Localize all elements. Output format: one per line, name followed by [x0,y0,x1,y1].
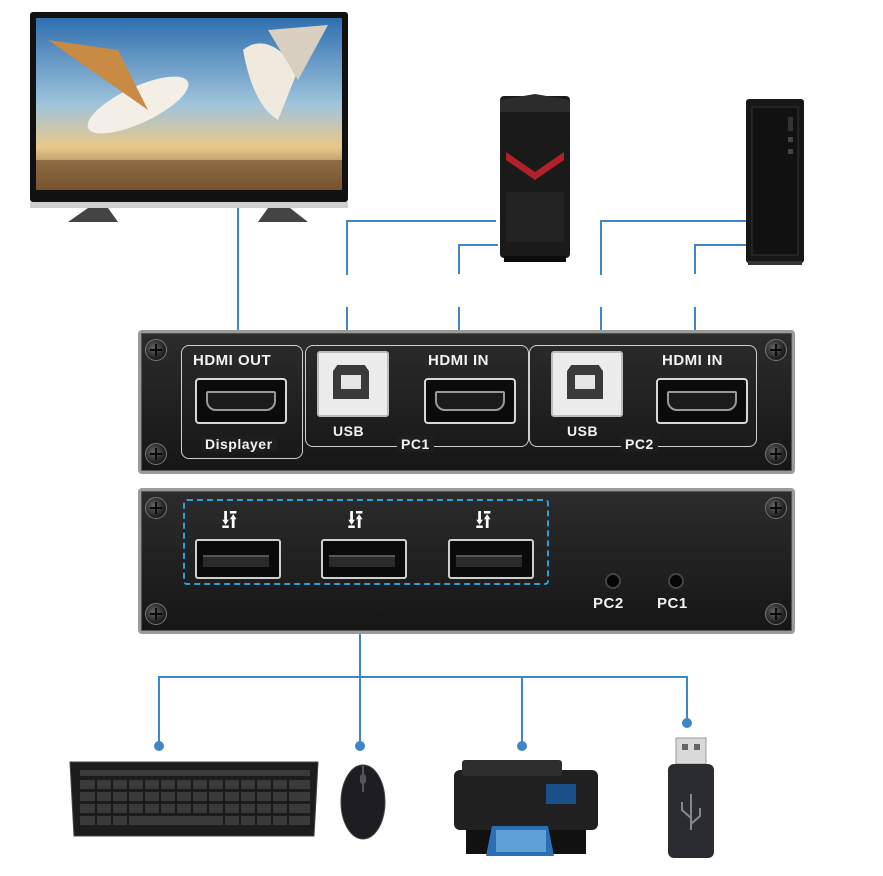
pc1-indicator-label: PC1 [657,595,688,612]
hdmi-out-label: HDMI OUT [193,352,272,369]
desktop-pc-icon [746,99,804,265]
pc2-led-indicator [605,573,621,589]
screw-icon [145,497,167,519]
screw-icon [765,497,787,519]
usb-hub-highlight [183,499,549,585]
hdmi-out-port[interactable] [195,378,287,424]
usb-a-port-1[interactable] [195,539,281,579]
pc1-label: PC1 [397,436,434,452]
kvm-front-panel: ⭿ ⭿ ⭿ PC2 PC1 [138,488,795,634]
pc2-hdmi-in-port[interactable] [656,378,748,424]
usb-a-port-2[interactable] [321,539,407,579]
pc1-hdmi-in-label: HDMI IN [428,352,489,369]
kvm-rear-panel: HDMI OUT Displayer USB HDMI IN PC1 USB H… [138,330,795,474]
pc1-led-indicator [668,573,684,589]
pc2-indicator-label: PC2 [593,595,624,612]
usb-icon: ⭿ [221,505,238,535]
pc2-hdmi-in-label: HDMI IN [662,352,723,369]
screw-icon [765,339,787,361]
screw-icon [765,603,787,625]
gaming-pc-icon [500,94,570,262]
usb-drive-icon [668,737,714,858]
monitor-icon [30,12,348,222]
pc2-usb-label: USB [567,423,599,439]
usb-a-port-3[interactable] [448,539,534,579]
pc1-usb-b-port[interactable] [317,351,389,417]
screw-icon [145,339,167,361]
mouse-icon [340,764,386,840]
pc2-usb-b-port[interactable] [551,351,623,417]
displayer-section [181,345,303,459]
pc1-hdmi-in-port[interactable] [424,378,516,424]
screw-icon [765,443,787,465]
pc1-usb-label: USB [333,423,365,439]
pc2-label: PC2 [621,436,658,452]
usb-icon: ⭿ [347,505,364,535]
keyboard-icon [69,761,319,837]
usb-icon: ⭿ [475,505,492,535]
screw-icon [145,443,167,465]
printer-icon [454,760,598,856]
displayer-label: Displayer [201,436,277,452]
screw-icon [145,603,167,625]
